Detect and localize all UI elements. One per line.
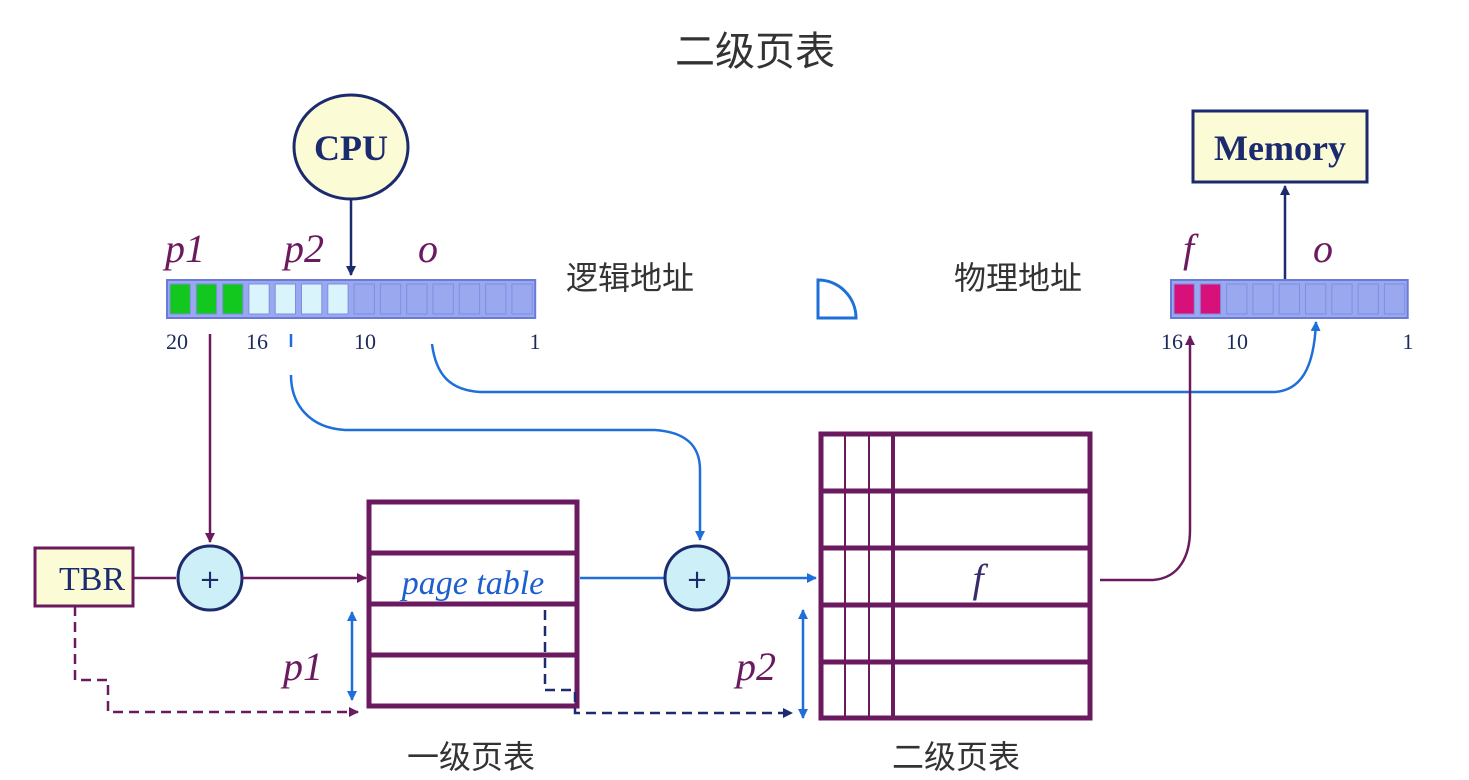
physical-f-label: f — [1183, 226, 1199, 271]
physical-bit-cell — [1199, 283, 1222, 315]
logical-bit-cell — [248, 283, 270, 315]
logical-bit-cell — [379, 283, 402, 315]
physical-bit-cell — [1173, 283, 1195, 315]
physical-bit-cell — [1383, 283, 1406, 315]
offset-copy-arrow — [430, 321, 1321, 394]
page-table-entry-label: page table — [400, 565, 545, 602]
logical-address-register — [166, 279, 537, 319]
cpu-label: CPU — [314, 128, 388, 168]
adder-2: + — [663, 544, 731, 612]
logical-p1-label: p1 — [162, 226, 205, 271]
adder-2-symbol: + — [686, 565, 708, 595]
second-level-offset-label: p2 — [733, 644, 776, 689]
logical-address-label: 逻辑地址 — [566, 259, 694, 297]
physical-bit-16: 16 — [1161, 329, 1183, 354]
adder-1: + — [176, 544, 244, 612]
physical-bit-cell — [1305, 283, 1327, 315]
cpu-node: CPU — [292, 93, 410, 201]
logical-bit-cell — [353, 283, 375, 315]
logical-bit-20: 20 — [166, 329, 188, 354]
physical-o-label: o — [1313, 226, 1333, 271]
first-level-offset-label: p1 — [280, 644, 323, 689]
physical-bit-cell — [1357, 283, 1379, 315]
logical-bit-16: 16 — [246, 329, 268, 354]
ptbr-dashed-arrow — [73, 606, 359, 717]
second-level-page-table: f — [818, 431, 1093, 721]
table1-dashed-arrow — [543, 610, 793, 718]
logical-bit-cell — [195, 283, 218, 315]
logical-bit-cell — [511, 283, 533, 315]
physical-bit-10: 10 — [1226, 329, 1248, 354]
adder-1-symbol: + — [199, 565, 221, 595]
page-title: 二级页表 — [675, 29, 835, 75]
physical-address-label: 物理地址 — [954, 259, 1082, 297]
first-level-caption: 一级页表 — [407, 738, 535, 776]
logical-bit-cell — [222, 283, 244, 315]
logical-bit-cell — [406, 283, 428, 315]
first-level-page-table: page table — [366, 499, 580, 709]
quarter-circle-icon — [816, 278, 858, 320]
memory-label: Memory — [1214, 128, 1346, 168]
logical-p2-label: p2 — [281, 226, 324, 271]
physical-bit-cell — [1278, 283, 1300, 315]
logical-bit-10: 10 — [354, 329, 376, 354]
physical-bit-cell — [1226, 283, 1248, 315]
logical-bit-cell — [432, 283, 454, 315]
logical-o-label: o — [418, 226, 438, 271]
second-level-caption: 二级页表 — [892, 738, 1020, 776]
physical-bit-cell — [1331, 283, 1353, 315]
physical-address-register — [1170, 279, 1409, 319]
frame-to-physical-arrow — [1100, 335, 1195, 582]
logical-bit-cell — [301, 283, 323, 315]
memory-node: Memory — [1191, 109, 1369, 184]
logical-bit-cell — [169, 283, 191, 315]
logical-bit-cell — [274, 283, 297, 315]
logical-bit-cell — [485, 283, 507, 315]
physical-bit-1: 1 — [1403, 329, 1414, 354]
logical-bit-cell — [327, 283, 349, 315]
ptbr-register: TBR — [33, 546, 135, 608]
logical-bit-1: 1 — [530, 329, 541, 354]
logical-bit-cell — [458, 283, 481, 315]
physical-bit-cell — [1252, 283, 1274, 315]
ptbr-label: TBR — [59, 561, 125, 598]
p2-to-adder-arrow — [289, 334, 700, 540]
